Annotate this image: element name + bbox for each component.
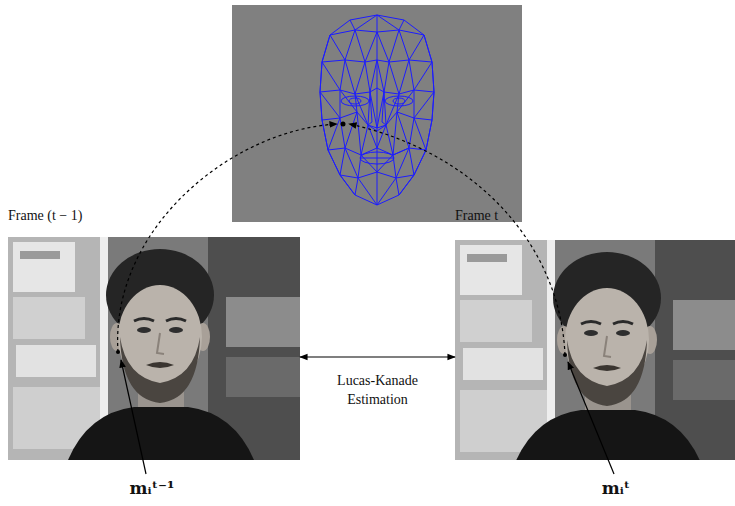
photo-frame: Frame (t − 1) — [8, 206, 300, 460]
edge-label: Lucas-Kanade Estimation — [317, 371, 439, 409]
point-label: mᵢᵗ — [602, 477, 630, 499]
frame-heading: Frame (t − 1) — [8, 207, 82, 225]
point-label: mᵢᵗ⁻¹ — [130, 477, 175, 499]
photo-frame: Frame t — [455, 206, 735, 460]
estimation-arrow — [300, 356, 455, 357]
leader-line — [121, 360, 146, 474]
leader-line — [568, 362, 614, 474]
projection-curve — [349, 124, 565, 355]
face-mesh — [320, 15, 434, 205]
photo-previous — [8, 237, 300, 460]
model-panel — [232, 5, 522, 222]
model-vertex — [341, 122, 346, 127]
frame-heading: Frame t — [455, 207, 498, 225]
projection-curve — [118, 124, 337, 352]
